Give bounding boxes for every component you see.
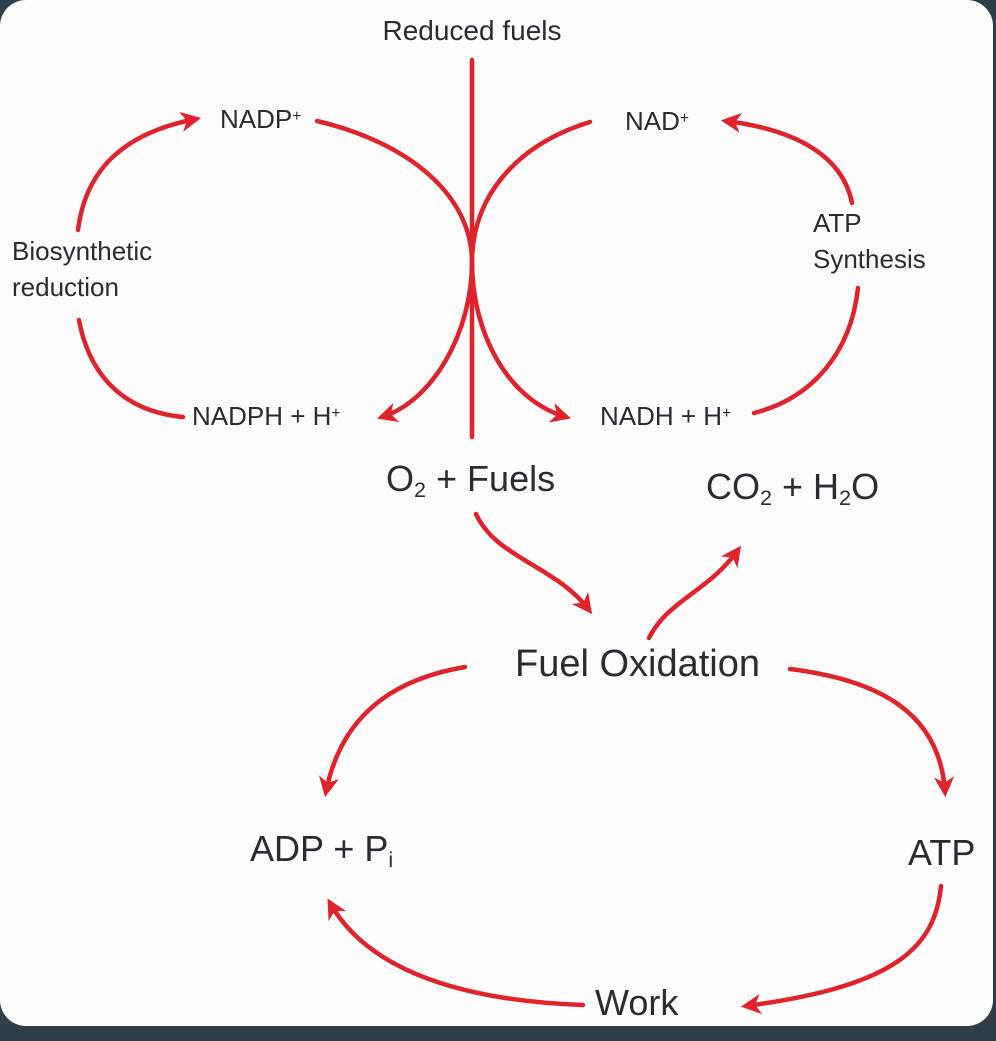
arc-nadh-to-atpsynthesis	[751, 285, 861, 416]
label-nadph: NADPH + H+	[192, 399, 341, 435]
arrow-fueloxidation-to-co2	[646, 545, 742, 641]
nadph-sup: +	[331, 405, 341, 423]
label-o2-fuels: O2 + Fuels	[386, 454, 555, 504]
arc-nadph-to-biosynthetic	[76, 317, 186, 420]
nadp-sup: +	[292, 108, 302, 126]
arrow-work-to-adp	[327, 898, 586, 1008]
label-nadp: NADP+	[220, 102, 301, 138]
label-atp: ATP	[908, 828, 975, 878]
co2-p2: + H	[772, 466, 840, 507]
atp-synthesis-line2: Synthesis	[813, 243, 926, 274]
arrow-fueloxidation-to-atp	[787, 666, 955, 798]
label-co2-h2o: CO2 + H2O	[706, 462, 879, 512]
atp-text: ATP	[908, 832, 976, 873]
label-biosynthetic-reduction: Biosynthetic reduction	[12, 234, 152, 306]
nadh-base: NADH + H	[600, 401, 723, 431]
nad-sup: +	[679, 110, 690, 128]
arrow-fueloxidation-to-adp	[318, 664, 468, 798]
fuel-oxidation-text: Fuel Oxidation	[515, 643, 761, 685]
adp-pi-sub: i	[388, 846, 394, 872]
label-nadh: NADH + H+	[600, 399, 731, 435]
nadh-sup: +	[722, 405, 732, 423]
reduced-fuels-text: Reduced fuels	[382, 15, 562, 46]
arrow-atpsynthesis-to-nad	[720, 112, 855, 206]
work-text: Work	[595, 982, 679, 1023]
biosynthetic-line1: Biosynthetic	[12, 236, 153, 266]
arrow-nadp-to-nadph	[314, 118, 475, 423]
nadp-base: NADP	[220, 104, 293, 134]
adp-pi-p1: ADP + P	[250, 828, 389, 869]
label-work: Work	[595, 978, 678, 1028]
biosynthetic-line2: reduction	[12, 271, 119, 302]
arrow-atp-to-work	[740, 883, 944, 1015]
arrow-biosynthetic-to-nadp	[75, 111, 202, 233]
co2-p1: CO	[706, 466, 760, 507]
arrow-nad-to-nadh	[469, 119, 593, 423]
co2-sub2: 2	[839, 484, 852, 510]
label-fuel-oxidation: Fuel Oxidation	[515, 638, 760, 690]
nad-base: NAD	[625, 106, 680, 136]
o2-fuels-p2: + Fuels	[426, 458, 556, 499]
nadph-base: NADPH + H	[192, 401, 332, 431]
label-atp-synthesis: ATP Synthesis	[813, 206, 926, 278]
co2-p3: O	[851, 466, 880, 507]
label-adp-pi: ADP + Pi	[250, 824, 393, 874]
co2-sub1: 2	[760, 484, 773, 510]
label-nad: NAD+	[625, 104, 689, 140]
label-reduced-fuels: Reduced fuels	[382, 12, 561, 51]
arrow-o2fuels-to-fueloxidation	[473, 511, 593, 615]
o2-fuels-p1: O	[386, 458, 415, 499]
atp-synthesis-line1: ATP	[813, 208, 862, 238]
o2-fuels-sub: 2	[414, 476, 427, 502]
